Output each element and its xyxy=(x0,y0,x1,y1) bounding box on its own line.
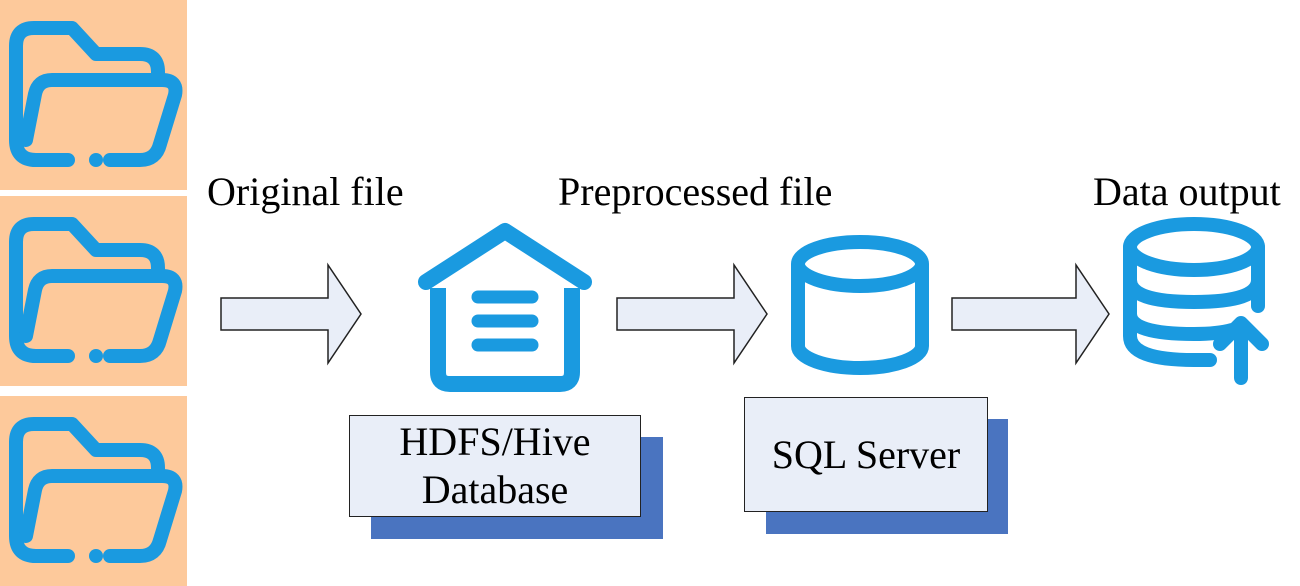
source-file-tile-3 xyxy=(0,396,187,586)
folder-icon xyxy=(9,417,183,563)
flow-arrow-3 xyxy=(951,262,1110,366)
flow-arrow-2 xyxy=(616,262,768,366)
hive-label-line2: Database xyxy=(421,467,569,512)
folder-icon xyxy=(9,21,183,167)
cylinder-database-icon xyxy=(791,235,929,375)
source-file-tile-2 xyxy=(0,196,187,386)
source-file-tile-1 xyxy=(0,0,187,190)
sql-server-card: SQL Server xyxy=(744,397,988,512)
stage-label-output: Data output xyxy=(1093,169,1281,214)
hive-database-card: HDFS/Hive Database xyxy=(349,415,641,517)
hive-label-line1: HDFS/Hive xyxy=(399,419,591,464)
stage-label-original: Original file xyxy=(207,169,404,214)
flow-arrow-1 xyxy=(220,262,362,366)
stage-label-preprocessed: Preprocessed file xyxy=(558,169,833,214)
database-upload-icon xyxy=(1123,217,1269,385)
warehouse-icon xyxy=(418,223,592,392)
sql-label: SQL Server xyxy=(771,431,961,477)
folder-icon xyxy=(9,217,183,363)
